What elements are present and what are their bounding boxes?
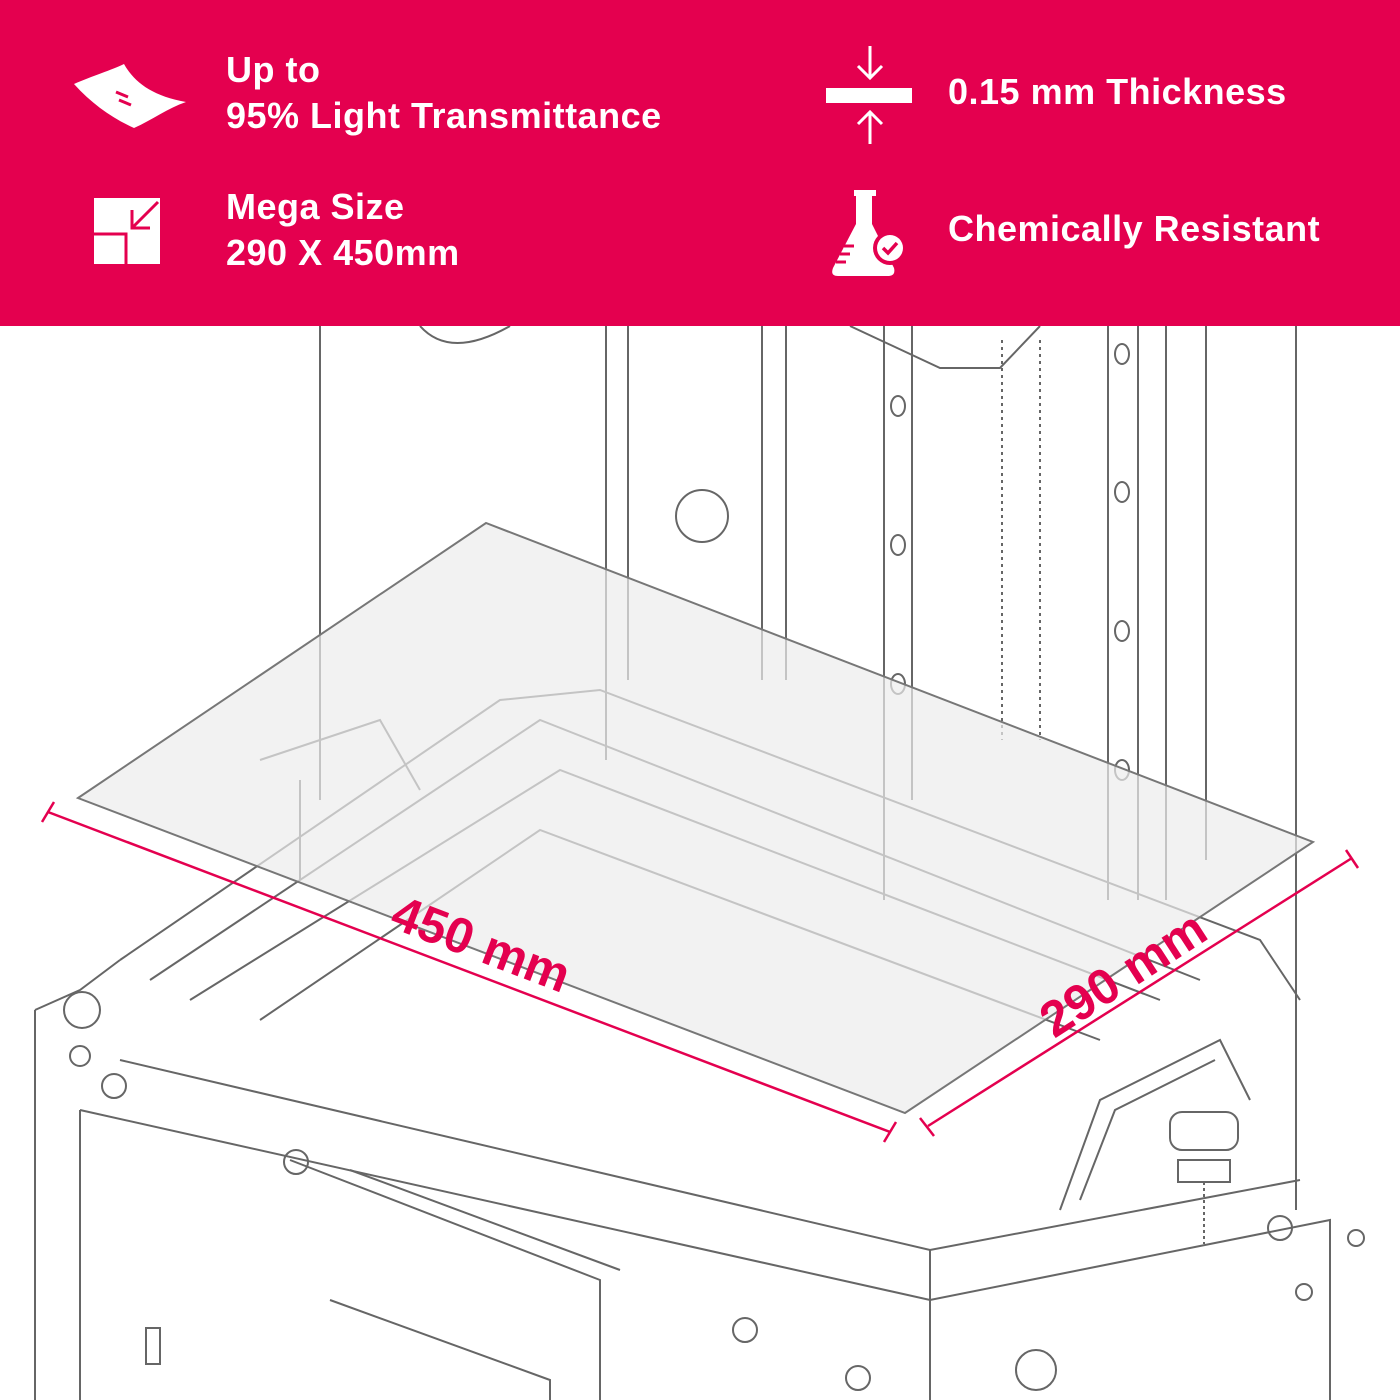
thickness-icon <box>826 46 912 144</box>
feature-mega-size: Mega Size 290 X 450mm <box>226 184 460 276</box>
feature-text: Mega Size <box>226 186 405 227</box>
feature-chemical-resistance: Chemically Resistant <box>948 206 1320 252</box>
film-sheet-icon <box>74 64 186 128</box>
feature-text: 95% Light Transmittance <box>226 95 662 136</box>
width-dimension-line <box>927 856 1353 1128</box>
feature-text: 290 X 450mm <box>226 232 460 273</box>
printer-illustration <box>34 326 1365 1400</box>
feature-light-transmittance: Up to 95% Light Transmittance <box>226 47 662 139</box>
feature-text: Chemically Resistant <box>948 208 1321 249</box>
fep-film-sheet <box>75 521 1316 1115</box>
flask-check-icon <box>832 190 907 276</box>
resize-icon <box>94 198 160 264</box>
feature-banner: Up to 95% Light Transmittance 0.15 mm Th… <box>0 0 1400 326</box>
feature-text: Up to <box>226 49 321 90</box>
length-dimension-line <box>47 810 891 1134</box>
feature-text: 0.15 mm Thickness <box>948 71 1287 112</box>
feature-thickness: 0.15 mm Thickness <box>948 69 1287 115</box>
